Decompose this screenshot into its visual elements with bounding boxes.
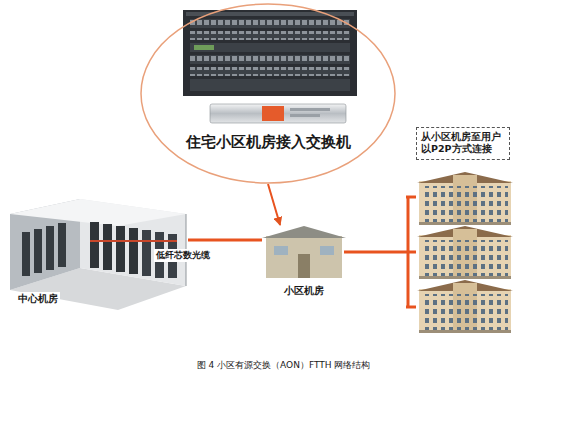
district-room: 小区机房 — [258, 224, 350, 298]
figure-caption: 图 4 小区有源交换（AON）FTTH 网络结构 — [0, 359, 567, 372]
sfp-module — [210, 104, 346, 123]
node-label: 小区机房 — [258, 284, 350, 298]
apartment-building — [417, 280, 513, 333]
fibre-connector — [268, 184, 280, 225]
equipment-room — [262, 226, 346, 278]
edge-label: 低纤芯数光缆 — [154, 249, 212, 262]
note-box: 从小区机房至用户 以P2P方式连接 — [416, 127, 510, 160]
node-label: 住宅小区机房接入交换机 — [140, 133, 396, 152]
node-label: 中心机房 — [16, 292, 60, 306]
fibre-connector — [188, 239, 262, 242]
node-label: 从小区机房至用户 以P2P方式连接 — [417, 128, 509, 159]
switch-chassis — [183, 10, 357, 96]
switch-oval: 住宅小区机房接入交换机 — [140, 3, 396, 184]
fibre-lines — [344, 197, 416, 307]
apartment-building — [417, 172, 513, 225]
apartment-building — [417, 226, 513, 279]
oval-outline — [140, 3, 396, 184]
